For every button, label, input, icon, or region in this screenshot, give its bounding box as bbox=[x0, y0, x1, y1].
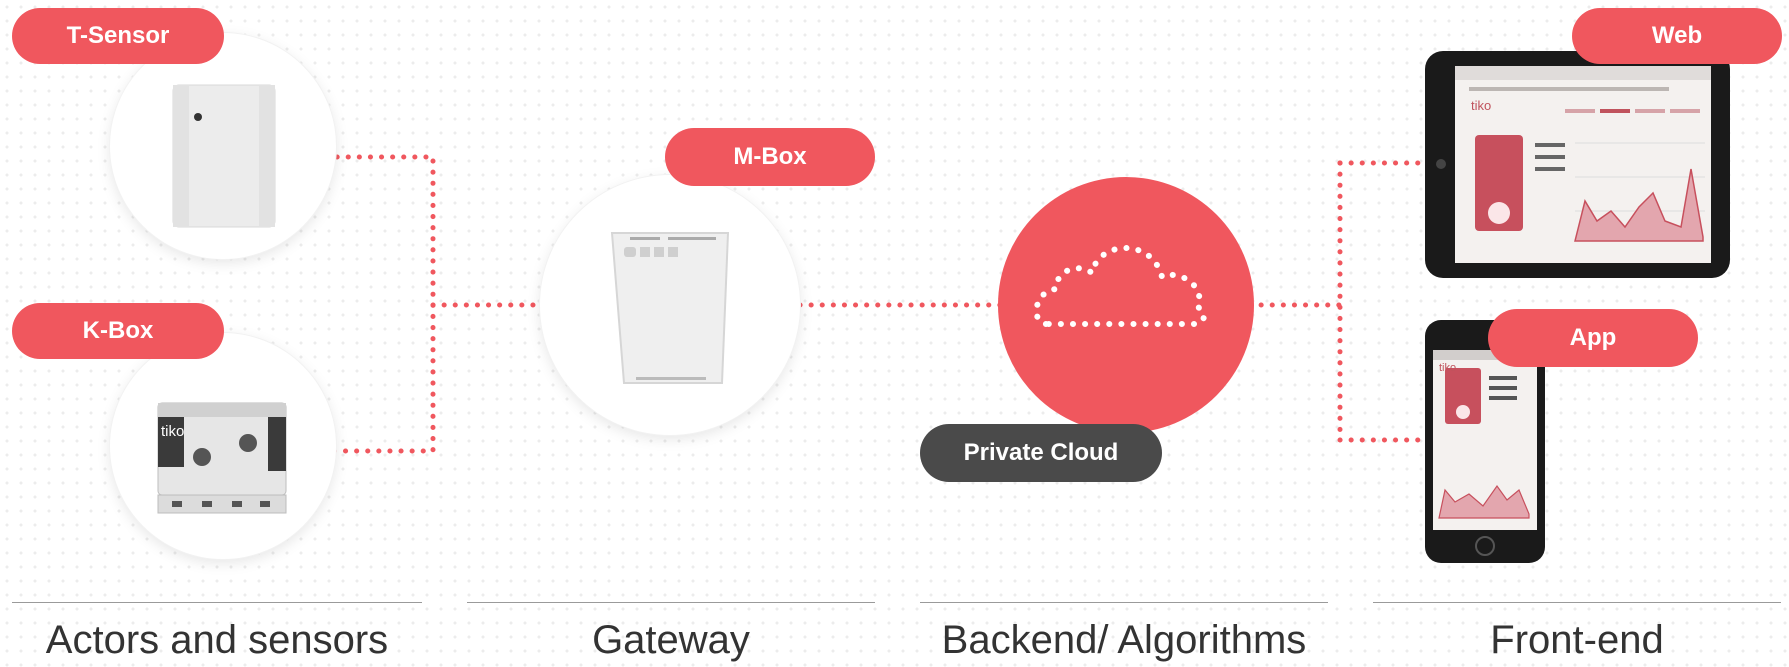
k-box-label: K-Box bbox=[12, 303, 224, 359]
section-label-frontend: Front-end bbox=[1490, 618, 1664, 662]
section-label-gateway: Gateway bbox=[592, 618, 750, 662]
app-brand: tiko bbox=[1439, 362, 1457, 374]
section-rule-actors bbox=[12, 602, 422, 603]
private-cloud-label: Private Cloud bbox=[920, 424, 1162, 482]
sensor-connector bbox=[323, 154, 436, 454]
app-dashboard-image bbox=[1425, 320, 1545, 563]
section-rule-gateway bbox=[467, 602, 875, 603]
section-label-actors: Actors and sensors bbox=[45, 618, 389, 662]
web-dashboard-image bbox=[1425, 51, 1730, 278]
t-sensor-image bbox=[172, 84, 276, 228]
cloud-icon bbox=[1033, 245, 1207, 327]
web-label: Web bbox=[1572, 8, 1782, 64]
m-box-image bbox=[610, 232, 730, 384]
app-label: App bbox=[1488, 309, 1698, 367]
cloud-circle bbox=[998, 177, 1254, 433]
web-tablet: tiko bbox=[1425, 51, 1730, 278]
app-phone: tiko bbox=[1425, 320, 1545, 563]
t-sensor-device-circle bbox=[110, 33, 336, 259]
web-brand: tiko bbox=[1471, 98, 1492, 113]
m-box-device-circle bbox=[540, 175, 800, 435]
k-box-image bbox=[157, 402, 287, 514]
section-label-backend: Backend/ Algorithms bbox=[941, 618, 1307, 662]
section-rule-backend bbox=[920, 602, 1328, 603]
m-box-label: M-Box bbox=[665, 128, 875, 186]
t-sensor-label: T-Sensor bbox=[12, 8, 224, 64]
k-box-device-circle: tiko bbox=[110, 333, 336, 559]
section-rule-frontend bbox=[1373, 602, 1781, 603]
k-box-brand: tiko bbox=[161, 423, 185, 440]
